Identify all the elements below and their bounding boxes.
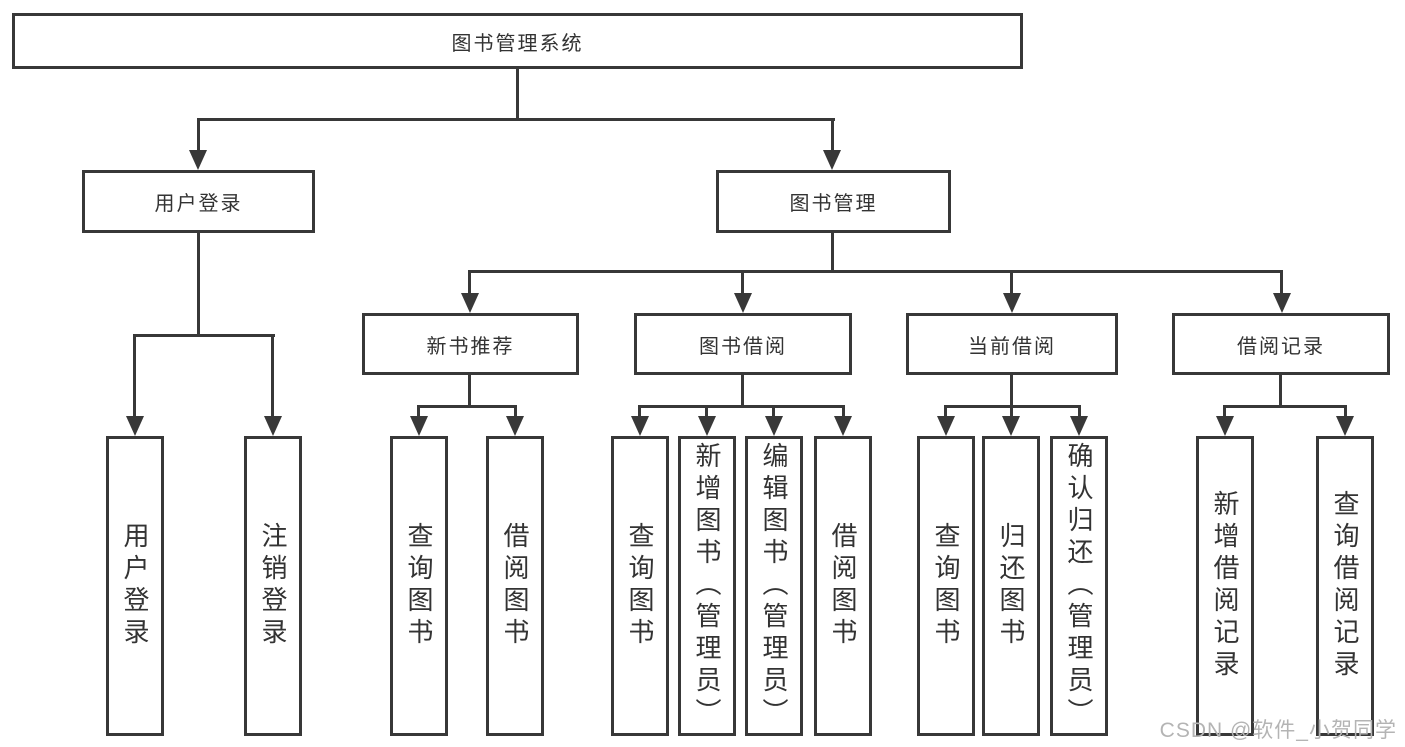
leaf-label: 借阅图书 [828,522,858,650]
arrowhead-down-icon [1216,416,1234,436]
connector-line [705,405,708,419]
connector-line [133,334,136,419]
leaf-add-borrow-record: 新增借阅记录 [1196,436,1254,736]
node-new-book-recommendation: 新书推荐 [362,313,579,375]
leaf-label: 查询图书 [404,522,434,650]
node-user-login: 用户登录 [82,170,315,233]
node-book-management: 图书管理 [716,170,951,233]
connector-line [1010,270,1013,295]
arrowhead-down-icon [1336,416,1354,436]
arrowhead-down-icon [734,293,752,313]
leaf-label: 查询图书 [931,522,961,650]
leaf-query-books-recommend: 查询图书 [390,436,448,736]
connector-line [197,118,200,152]
arrowhead-down-icon [698,416,716,436]
connector-line [271,334,274,419]
arrowhead-down-icon [410,416,428,436]
leaf-user-login: 用户登录 [106,436,164,736]
arrowhead-down-icon [937,416,955,436]
arrowhead-down-icon [126,416,144,436]
leaf-label: 查询图书 [625,522,655,650]
connector-line [514,405,517,419]
connector-line [1078,405,1081,419]
leaf-label: 编辑图书（管理员） [759,442,789,730]
connector-line [468,375,471,408]
node-book-borrowing: 图书借阅 [634,313,852,375]
arrowhead-down-icon [1273,293,1291,313]
connector-line [197,118,835,121]
connector-line [1280,270,1283,295]
arrowhead-down-icon [765,416,783,436]
node-label: 用户登录 [154,193,243,215]
node-label: 图书管理系统 [451,32,584,55]
connector-line [1010,375,1013,408]
leaf-label: 用户登录 [120,522,150,650]
connector-line [741,375,744,408]
leaf-query-books-current: 查询图书 [917,436,975,736]
arrowhead-down-icon [631,416,649,436]
connector-line [197,233,200,337]
arrowhead-down-icon [1003,293,1021,313]
arrowhead-down-icon [506,416,524,436]
csdn-watermark: CSDN @软件_小贺同学 [1159,719,1397,742]
connector-line [133,334,275,337]
connector-line [468,270,471,295]
connector-line [638,405,641,419]
connector-line [842,405,845,419]
node-label: 借阅记录 [1237,335,1325,358]
leaf-add-books-admin: 新增图书（管理员） [678,436,736,736]
node-label: 图书借阅 [699,335,787,358]
connector-line [638,405,845,408]
leaf-query-borrow-record: 查询借阅记录 [1316,436,1374,736]
leaf-label: 新增图书（管理员） [692,442,722,730]
leaf-borrow-books: 借阅图书 [814,436,872,736]
arrowhead-down-icon [461,293,479,313]
node-current-borrowing: 当前借阅 [906,313,1118,375]
leaf-label: 新增借阅记录 [1210,490,1240,682]
node-label: 当前借阅 [968,335,1056,358]
connector-line [516,69,519,121]
arrowhead-down-icon [189,150,207,170]
connector-line [741,270,744,295]
arrowhead-down-icon [1002,416,1020,436]
leaf-return-books: 归还图书 [982,436,1040,736]
node-borrowing-records: 借阅记录 [1172,313,1390,375]
connector-line [1010,405,1013,419]
connector-line [831,233,834,273]
connector-line [417,405,517,408]
leaf-edit-books-admin: 编辑图书（管理员） [745,436,803,736]
connector-line [1223,405,1347,408]
arrowhead-down-icon [264,416,282,436]
leaf-label: 借阅图书 [500,522,530,650]
connector-line [944,405,947,419]
leaf-label: 归还图书 [996,522,1026,650]
arrowhead-down-icon [823,150,841,170]
leaf-query-books-borrowing: 查询图书 [611,436,669,736]
leaf-label: 注销登录 [258,522,288,650]
connector-line [1223,405,1226,419]
connector-line [772,405,775,419]
connector-line [1279,375,1282,408]
leaf-confirm-return-admin: 确认归还（管理员） [1050,436,1108,736]
connector-line [1344,405,1347,419]
connector-line [468,270,1283,273]
node-label: 图书管理 [789,193,878,215]
connector-line [417,405,420,419]
connector-line [831,118,834,152]
arrowhead-down-icon [1070,416,1088,436]
leaf-logout: 注销登录 [244,436,302,736]
arrowhead-down-icon [834,416,852,436]
leaf-label: 查询借阅记录 [1330,490,1360,682]
node-label: 新书推荐 [426,335,515,358]
leaf-borrow-books-recommend: 借阅图书 [486,436,544,736]
node-library-management-system: 图书管理系统 [12,13,1023,69]
leaf-label: 确认归还（管理员） [1064,442,1094,730]
